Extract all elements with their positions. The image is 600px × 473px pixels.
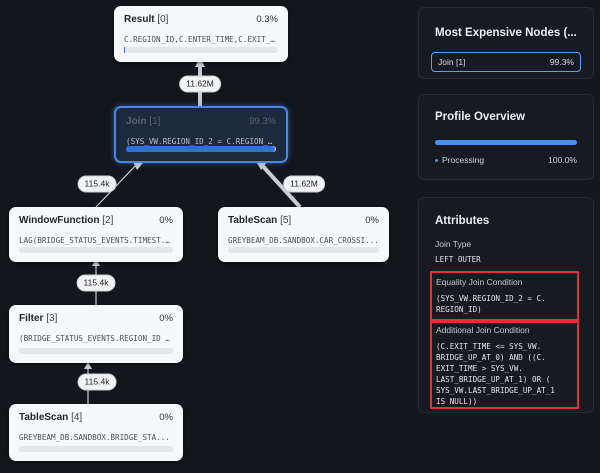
equality-join-value: (SYS_VW.REGION_ID_2 = C. REGION_ID) — [436, 294, 546, 314]
expensive-node-pct: 99.3% — [549, 57, 574, 67]
most-expensive-nodes-panel: Most Expensive Nodes (... Join [1] 99.3% — [418, 7, 594, 79]
node-title: Filter [3] — [19, 313, 58, 324]
node-percent: 99.3% — [249, 116, 276, 127]
node-progress — [126, 146, 276, 152]
edge-label-join-result: 11.62M — [179, 75, 221, 93]
node-percent: 0.3% — [256, 14, 278, 25]
node-filter[interactable]: Filter [3] 0% (BRIDGE_STATUS_EVENTS.REGI… — [9, 305, 183, 363]
profile-overview-panel: Profile Overview Processing 100.0% — [418, 94, 594, 180]
node-detail: LAG(BRIDGE_STATUS_EVENTS.TIMEST... — [19, 236, 173, 245]
panel-title: Profile Overview — [435, 111, 526, 123]
edge-label-filter-window: 115.4k — [76, 274, 116, 292]
processing-label: Processing — [435, 155, 484, 165]
additional-join-condition-box: Additional Join Condition (C.EXIT_TIME <… — [430, 319, 579, 409]
node-title: TableScan [5] — [228, 215, 292, 226]
node-progress — [19, 247, 173, 253]
node-title: TableScan [4] — [19, 412, 83, 423]
edge-label-window-join: 115.4k — [77, 175, 117, 193]
expensive-node-label: Join [1] — [438, 57, 466, 67]
node-percent: 0% — [159, 215, 173, 226]
node-progress — [19, 348, 173, 354]
node-detail: C.REGION_ID,C.ENTER_TIME,C.EXIT_TI... — [124, 35, 278, 44]
node-result[interactable]: Result [0] 0.3% C.REGION_ID,C.ENTER_TIME… — [114, 6, 288, 62]
node-progress — [124, 47, 278, 53]
processing-value: 100.0% — [548, 155, 577, 165]
node-progress — [19, 446, 173, 452]
node-title: Result [0] — [124, 14, 169, 25]
processing-progress — [435, 140, 577, 145]
node-tablescan-4[interactable]: TableScan [4] 0% GREYBEAM_DB.SANDBOX.BRI… — [9, 404, 183, 461]
node-percent: 0% — [365, 215, 379, 226]
node-percent: 0% — [159, 412, 173, 423]
panel-title: Attributes — [435, 215, 490, 227]
join-type-label: Join Type — [435, 239, 472, 249]
panel-title: Most Expensive Nodes (... — [435, 27, 577, 39]
additional-join-value: (C.EXIT_TIME <= SYS_VW. BRIDGE_UP_AT_0) … — [436, 342, 555, 406]
node-title: WindowFunction [2] — [19, 215, 114, 226]
node-detail: GREYBEAM_DB.SANDBOX.BRIDGE_STA... — [19, 433, 170, 442]
node-window-function[interactable]: WindowFunction [2] 0% LAG(BRIDGE_STATUS_… — [9, 207, 183, 262]
equality-join-label: Equality Join Condition — [436, 277, 523, 287]
query-plan-canvas[interactable]: Result [0] 0.3% C.REGION_ID,C.ENTER_TIME… — [0, 0, 412, 473]
node-detail: GREYBEAM_DB.SANDBOX.CAR_CROSSI... — [228, 236, 379, 245]
edge-label-scan4-filter: 115.4k — [77, 373, 117, 391]
node-detail: (BRIDGE_STATUS_EVENTS.REGION_ID I... — [19, 334, 173, 343]
node-percent: 0% — [159, 313, 173, 324]
node-detail: (SYS_VW.REGION_ID_2 = C.REGION_ID) — [126, 137, 276, 146]
join-type-value: LEFT OUTER — [435, 255, 481, 264]
node-title: Join [1] — [126, 116, 161, 127]
additional-join-label: Additional Join Condition — [436, 325, 530, 335]
node-join[interactable]: Join [1] 99.3% (SYS_VW.REGION_ID_2 = C.R… — [114, 106, 288, 163]
node-progress — [228, 247, 379, 253]
node-tablescan-5[interactable]: TableScan [5] 0% GREYBEAM_DB.SANDBOX.CAR… — [218, 207, 389, 262]
expensive-node-item[interactable]: Join [1] 99.3% — [431, 52, 581, 72]
equality-join-condition-box: Equality Join Condition (SYS_VW.REGION_I… — [430, 271, 579, 323]
edge-label-scan5-join: 11.62M — [283, 175, 325, 193]
attributes-panel: Attributes Join Type LEFT OUTER — [418, 197, 594, 413]
